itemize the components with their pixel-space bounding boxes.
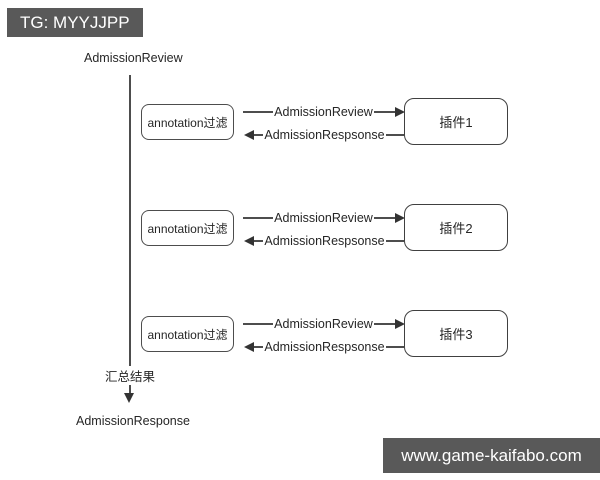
response-arrow: AdmissionRespsonse (244, 233, 404, 249)
request-arrow-label: AdmissionReview (273, 104, 374, 120)
watermark-tg-badge: TG: MYYJJPP (7, 8, 143, 37)
response-arrow-label: AdmissionRespsonse (263, 339, 386, 355)
arrow-left-icon (244, 342, 254, 352)
watermark-site-badge: www.game-kaifabo.com (383, 438, 600, 473)
plugin-box: 插件1 (404, 98, 508, 145)
plugin-box: 插件3 (404, 310, 508, 357)
output-label: AdmissionResponse (76, 414, 190, 428)
response-arrow-label: AdmissionRespsonse (263, 233, 386, 249)
request-arrow-label: AdmissionReview (273, 316, 374, 332)
annotation-filter-box: annotation过滤 (141, 104, 234, 140)
arrow-right-icon (395, 319, 405, 329)
response-arrow: AdmissionRespsonse (244, 127, 404, 143)
flow-vertical-line (129, 75, 131, 394)
request-arrow: AdmissionReview (243, 316, 405, 332)
arrow-down-icon (124, 393, 134, 403)
response-arrow: AdmissionRespsonse (244, 339, 404, 355)
annotation-filter-box: annotation过滤 (141, 210, 234, 246)
request-arrow: AdmissionReview (243, 104, 405, 120)
arrow-left-icon (244, 130, 254, 140)
annotation-filter-box: annotation过滤 (141, 316, 234, 352)
arrow-right-icon (395, 213, 405, 223)
request-arrow-label: AdmissionReview (273, 210, 374, 226)
summary-label: 汇总结果 (103, 366, 158, 385)
arrow-right-icon (395, 107, 405, 117)
input-label: AdmissionReview (84, 51, 183, 65)
request-arrow: AdmissionReview (243, 210, 405, 226)
response-arrow-label: AdmissionRespsonse (263, 127, 386, 143)
arrow-left-icon (244, 236, 254, 246)
plugin-box: 插件2 (404, 204, 508, 251)
